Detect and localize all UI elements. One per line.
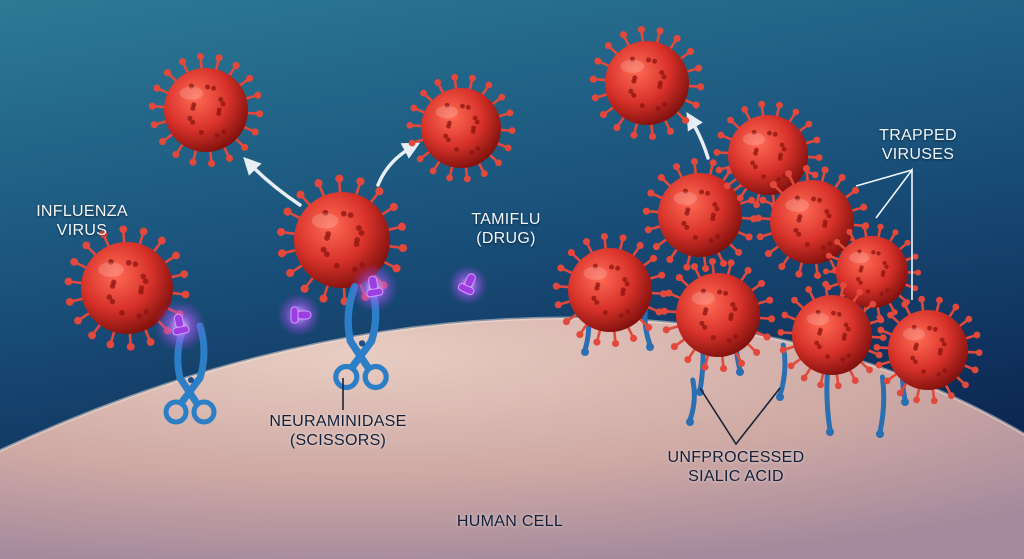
label-neuraminidase: NEURAMINIDASE (SCISSORS): [268, 412, 408, 450]
arrows-group: [243, 111, 710, 207]
pointer-trapped-viruses-2: [855, 169, 913, 187]
arrow-release-right: [376, 142, 421, 187]
label-trapped-line-1: TRAPPED: [879, 127, 957, 144]
label-sialic-line-2: SIALIC ACID: [688, 468, 784, 485]
label-sialic-line-1: UNFPROCESSED: [667, 449, 805, 466]
label-influenza-line-2: VIRUS: [56, 222, 108, 239]
label-tamiflu-line-1: TAMIFLU: [471, 211, 541, 228]
label-human-cell: HUMAN CELL: [430, 512, 590, 531]
drug-on-scissors-left: [154, 300, 206, 352]
virus-trapped-4: [754, 164, 870, 280]
drug-floating-1: [277, 293, 321, 337]
virus-free-left: [148, 52, 264, 168]
virus-influenza: [64, 225, 190, 351]
label-tamiflu: TAMIFLU (DRUG): [456, 210, 556, 248]
virus-trapped-2: [642, 157, 758, 273]
virus-trapped-7: [777, 280, 887, 390]
label-influenza-line-1: INFLUENZA: [36, 203, 128, 220]
sialic-acid-9: [686, 377, 697, 426]
drugs-group: [154, 264, 488, 352]
drug-on-scissors-center: [350, 264, 398, 312]
virus-trapped-6: [660, 257, 776, 373]
virus-trapped-1: [552, 232, 668, 348]
label-influenza-virus: INFLUENZA VIRUS: [22, 202, 142, 240]
sialic-acid-7: [876, 374, 887, 438]
label-neuraminidase-line-2: (SCISSORS): [289, 432, 387, 449]
label-trapped-line-2: VIRUSES: [881, 146, 955, 163]
label-tamiflu-line-2: (DRUG): [476, 230, 536, 247]
viruses-group: [64, 25, 983, 405]
label-sialic-acid: UNFPROCESSED SIALIC ACID: [656, 448, 816, 486]
label-neuraminidase-line-1: NEURAMINIDASE: [269, 413, 407, 430]
pointer-lines-group: [342, 167, 913, 446]
arrow-release-left: [243, 156, 302, 207]
pointer-sialic-acid: [699, 387, 781, 446]
virus-trapped-8: [873, 295, 983, 405]
virus-free-right: [589, 25, 705, 141]
drug-floating-2: [448, 265, 488, 305]
virus-free-middle: [406, 73, 516, 183]
human-cell-surface: [0, 317, 1024, 559]
label-trapped-viruses: TRAPPED VIRUSES: [868, 126, 968, 164]
arrow-release-cluster: [686, 111, 710, 160]
label-human-cell-text: HUMAN CELL: [456, 513, 564, 530]
